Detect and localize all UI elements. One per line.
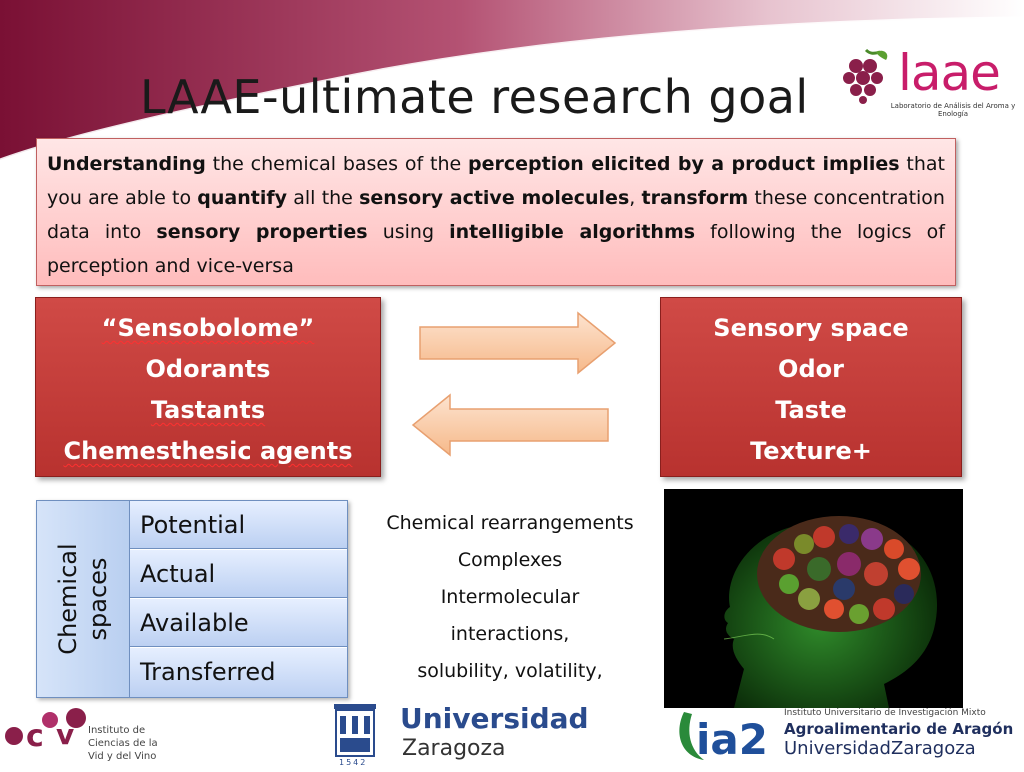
odor-label: Odor — [778, 355, 844, 383]
chem-row-actual: Actual — [130, 550, 347, 598]
odorants-label: Odorants — [145, 355, 271, 383]
laae-subtitle: Laboratorio de Análisis del Aroma y Enol… — [890, 102, 1016, 118]
uz-line2: Zaragoza — [402, 736, 506, 761]
sensory-space-box: Sensory space Odor Taste Texture+ — [660, 297, 962, 477]
uz-year: 1542 — [339, 758, 368, 767]
icvv-line: Instituto de — [88, 725, 146, 736]
definition-bold-segment: intelligible algorithms — [449, 221, 696, 243]
definition-segment: all the — [287, 187, 360, 209]
taste-label: Taste — [775, 396, 847, 424]
chemesthesic-label: Chemesthesic agents — [63, 437, 353, 465]
chemical-spaces-header: Chemical spaces — [37, 501, 130, 697]
definition-bold-segment: Understanding — [47, 153, 206, 175]
definition-segment: these concentration data into — [47, 187, 945, 243]
icvv-mark-icon: c v — [5, 708, 86, 754]
ia2-line3b: Zaragoza — [890, 738, 976, 759]
chem-row-potential: Potential — [130, 501, 347, 549]
ia2-line3a: Universidad — [784, 738, 891, 759]
ia2-mark-icon: ia2 — [679, 712, 768, 764]
icvv-line: Vid y del Vino — [88, 751, 157, 762]
definition-segment: following the logics of perception and v… — [47, 221, 945, 277]
mid-line: solubility, volatility, — [417, 660, 603, 682]
definition-bold-segment: transform — [641, 187, 749, 209]
definition-box: Understanding the chemical bases of the … — [36, 138, 956, 286]
definition-segment: the chemical bases of the — [205, 153, 469, 175]
definition-bold-segment: sensory properties — [156, 221, 368, 243]
svg-text:c: c — [26, 719, 44, 754]
icvv-line: Ciencias de la — [88, 738, 158, 749]
sensory-space-label: Sensory space — [713, 314, 909, 342]
brain-head-illustration — [723, 516, 938, 708]
chem-row-available: Available — [130, 599, 347, 647]
definition-bold-segment: quantify — [197, 187, 288, 209]
chemical-processes-text: Chemical rearrangements Complexes Interm… — [350, 505, 670, 690]
svg-text:v: v — [56, 718, 74, 751]
sensobolome-box: “Sensobolome” Odorants Tastants Chemesth… — [35, 297, 381, 477]
ia2-line2: Agroalimentario de Aragón — [784, 720, 1014, 738]
right-arrow-icon — [419, 311, 617, 375]
ia2-line3: UniversidadZaragoza — [784, 738, 976, 759]
slide-title: LAAE-ultimate research goal — [140, 70, 809, 124]
chemical-spaces-header-text: Chemical spaces — [54, 543, 112, 655]
ia2-mark-text: ia2 — [696, 715, 768, 764]
uz-building-icon — [334, 704, 376, 757]
icvv-logo: c v Instituto de Ciencias de la Vid y de… — [0, 700, 190, 770]
icvv-text: Instituto de Ciencias de la Vid y del Vi… — [88, 724, 158, 763]
header-swoosh — [0, 0, 1024, 162]
laae-wordmark: laae — [898, 44, 1001, 102]
definition-segment: , — [629, 187, 642, 209]
sensobolome-label: “Sensobolome” — [101, 314, 315, 342]
brain-food-image — [664, 489, 963, 708]
chemical-spaces-table: Chemical spaces Potential Actual Availab… — [36, 500, 348, 698]
definition-bold-segment: sensory active molecules — [359, 187, 630, 209]
mid-line: Complexes — [457, 549, 563, 571]
laae-logo: laae Laboratorio de Análisis del Aroma y… — [840, 44, 1016, 134]
mid-line: interactions, — [450, 623, 570, 645]
definition-segment: using — [367, 221, 450, 243]
grape-icon — [843, 48, 888, 104]
uz-line1: Universidad — [400, 702, 589, 735]
definition-bold-segment: perception elicited by a product implies — [468, 153, 900, 175]
universidad-zaragoza-logo: 1542 Universidad Zaragoza — [330, 700, 590, 770]
mid-line: Chemical rearrangements — [386, 512, 634, 534]
left-arrow-icon — [411, 393, 609, 457]
definition-segment: that you are able to — [47, 153, 946, 209]
chem-row-transferred: Transferred — [130, 648, 347, 697]
ia2-line1: Instituto Universitario de Investigación… — [784, 708, 986, 718]
tastants-label: Tastants — [150, 396, 266, 424]
ia2-logo: ia2 Instituto Universitario de Investiga… — [672, 700, 1024, 770]
texture-label: Texture+ — [750, 437, 872, 465]
mid-line: Intermolecular — [440, 586, 580, 608]
